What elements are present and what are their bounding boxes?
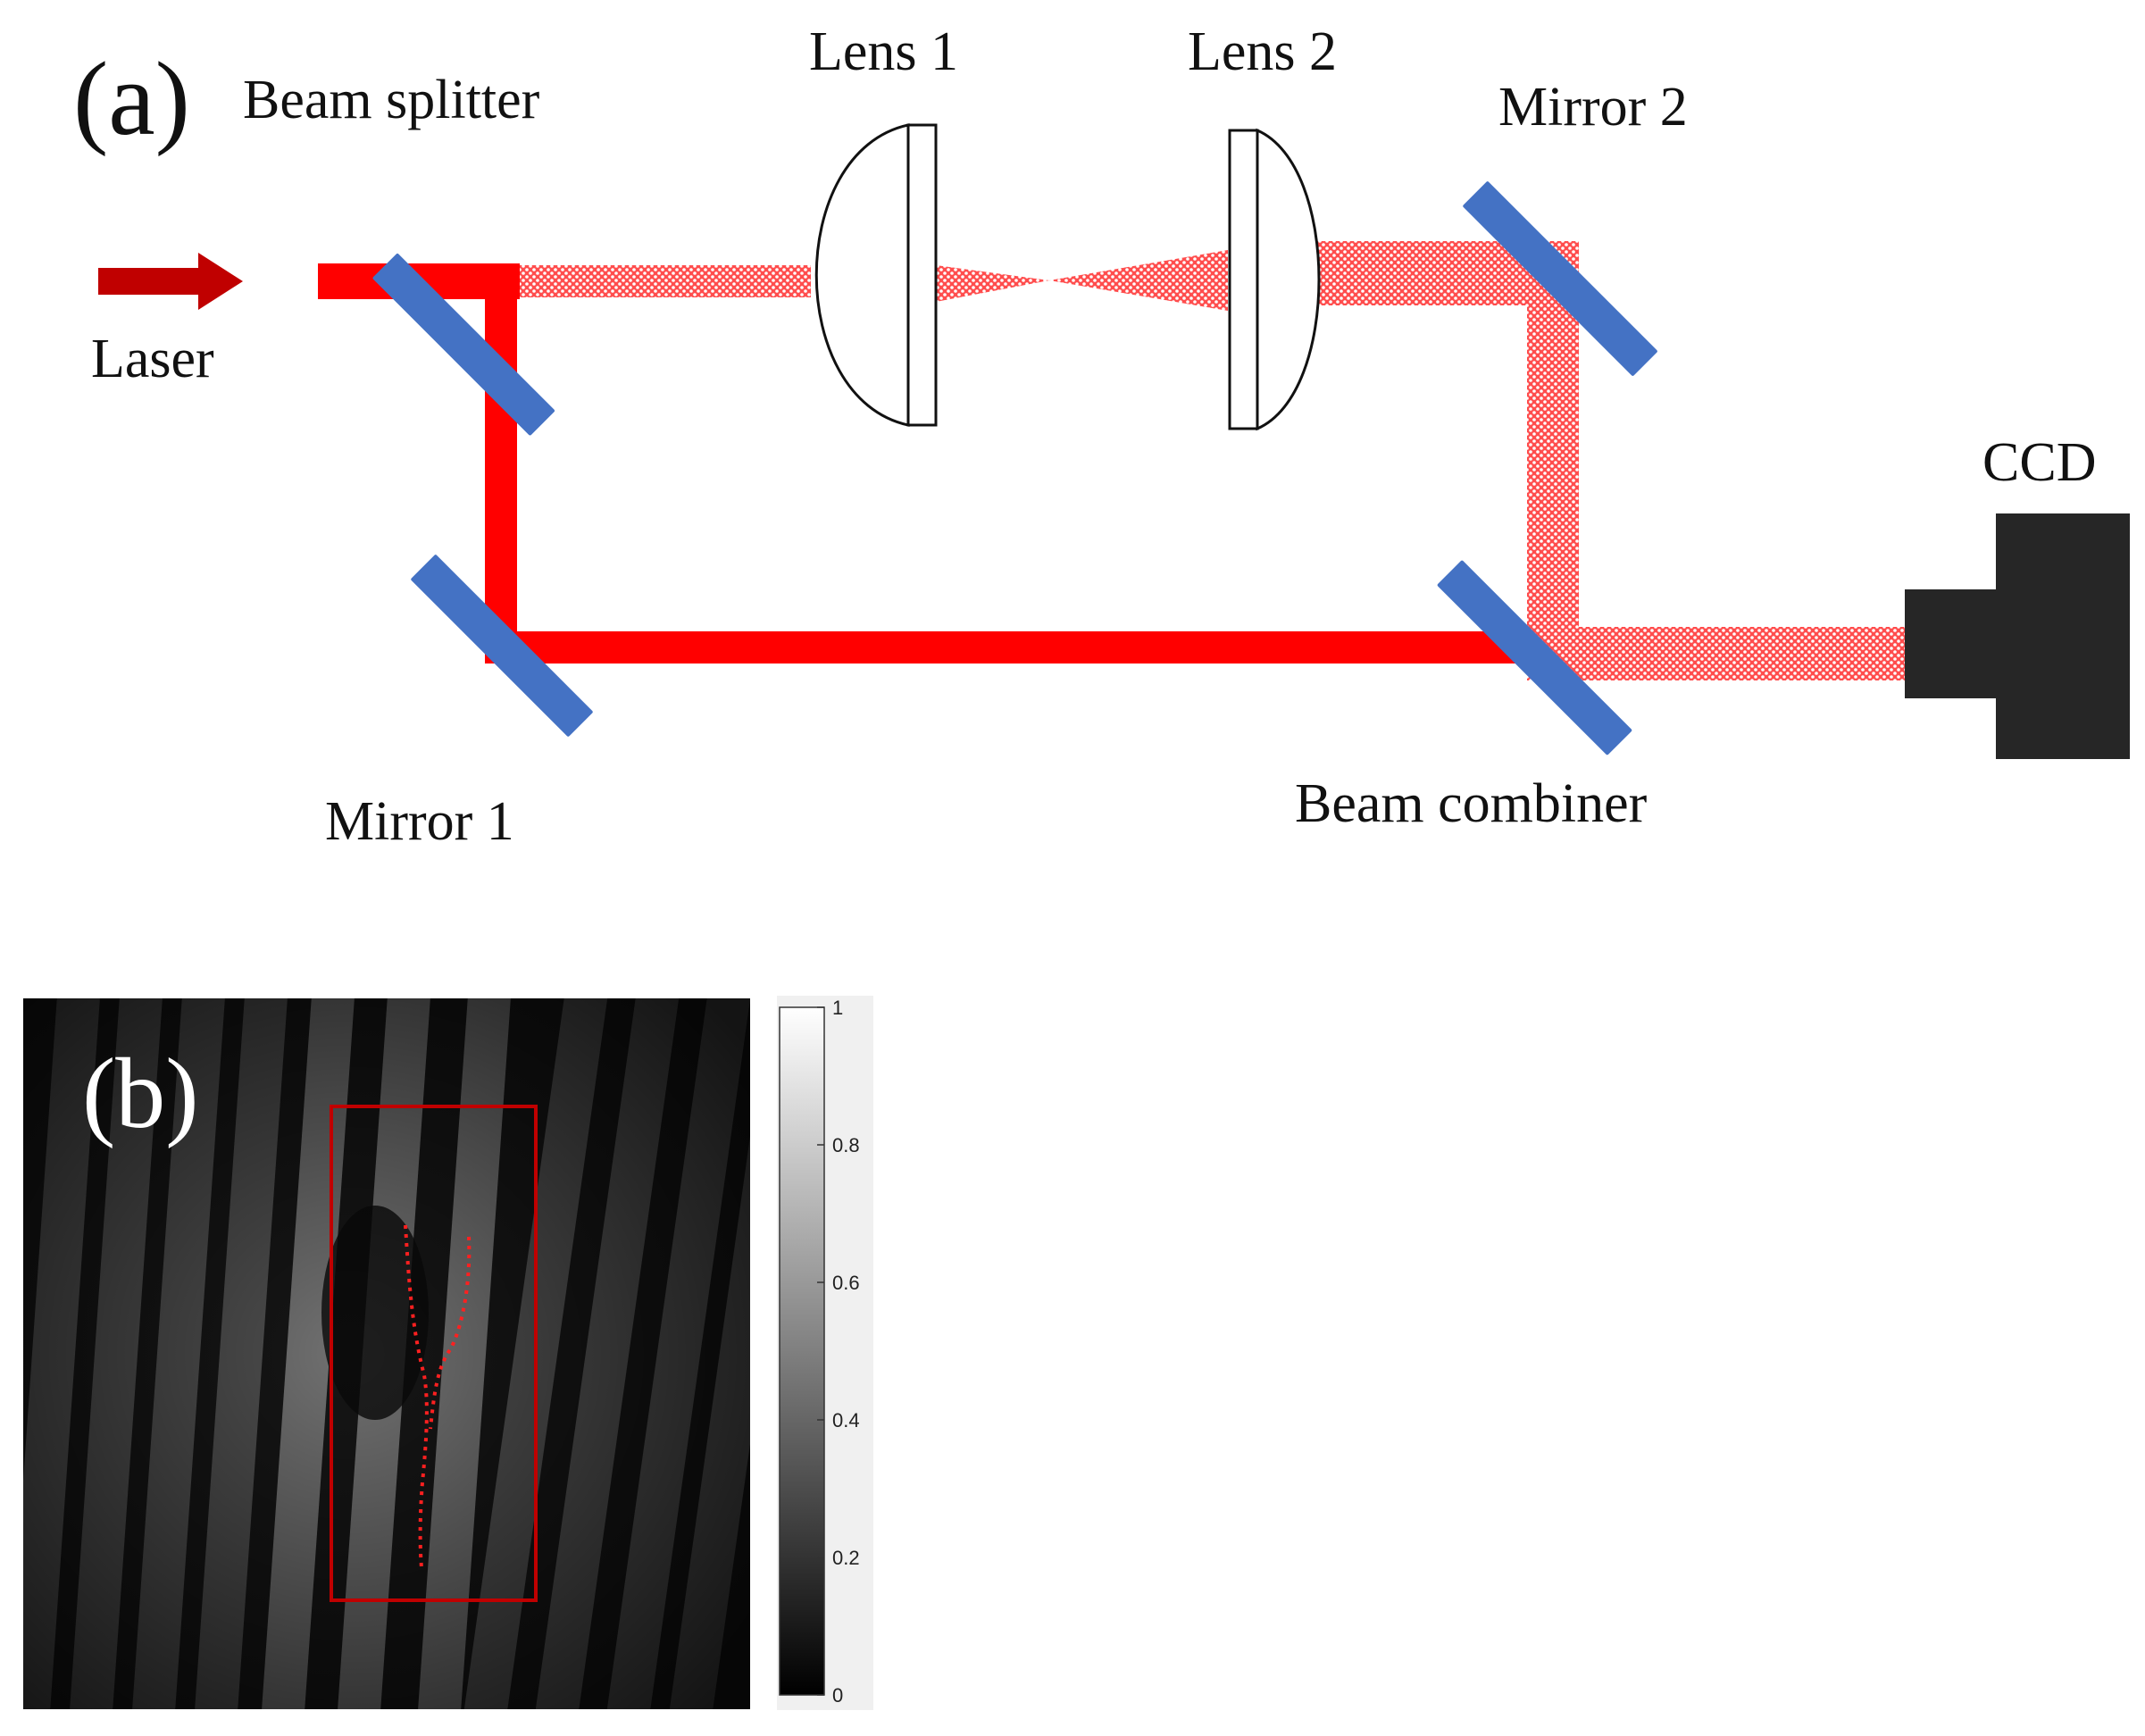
colorbar-tick-label: 0.6 [832,1272,860,1294]
colorbar-tick-label: 0.2 [832,1547,860,1569]
lens-2 [1228,128,1321,431]
colorbar: 1 0.8 0.6 0.4 0.2 0 [777,996,873,1710]
mirror-2-label: Mirror 2 [1498,77,1688,138]
beam-splitter [372,254,555,436]
reference-beam [318,263,1909,664]
ccd-camera [1905,513,2130,759]
laser-arrow [98,253,243,310]
beam-combiner [1437,560,1632,755]
beam-splitter-label: Beam splitter [243,70,540,130]
colorbar-tick-label: 0.4 [832,1409,860,1431]
object-beam [520,241,1909,680]
colorbar-tick-label: 1 [832,997,843,1019]
mirror-2 [1463,181,1657,376]
lens-1-label: Lens 1 [809,21,958,82]
lens-1 [814,123,938,427]
ccd-label: CCD [1982,432,2096,493]
panel-a: (a) Laser Beam splitter Mirror 1 [73,21,2130,852]
fork-region-box [330,1105,538,1602]
mirror-1 [411,555,593,737]
lens-2-label: Lens 2 [1188,21,1337,82]
fork-dislocation-trace [404,1224,472,1569]
panel-b-label: (b) [82,1039,199,1149]
mirror-1-label: Mirror 1 [325,791,514,852]
panel-b: (b) 1 0.8 0.6 0.4 0.2 0 [23,996,873,1710]
panel-a-label: (a) [73,40,190,157]
colorbar-tick-label: 0.8 [832,1134,860,1156]
laser-label: Laser [91,329,214,389]
beam-combiner-label: Beam combiner [1295,773,1648,834]
colorbar-tick-label: 0 [832,1684,843,1707]
